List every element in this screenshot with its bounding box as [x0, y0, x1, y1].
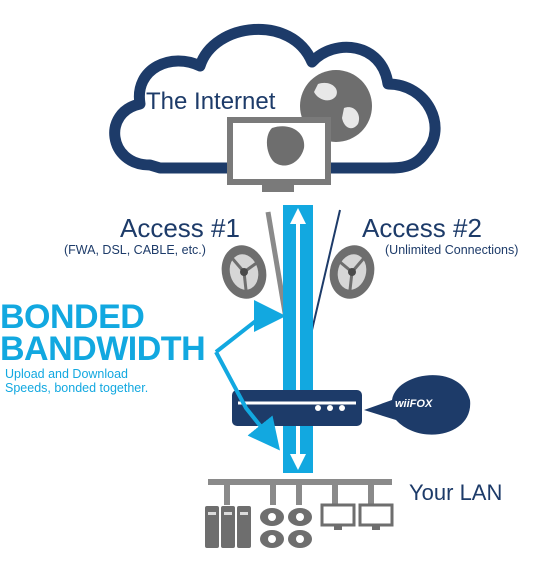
bonded-description-line-2: Speeds, bonded together.: [5, 381, 149, 395]
bonded-arrow-up: [214, 300, 286, 354]
bonded-arrow-down: [214, 351, 280, 451]
access-2-title: Access #2: [362, 213, 482, 243]
lan-bus: [208, 479, 392, 505]
access-2-subtitle: (Unlimited Connections): [385, 243, 519, 257]
access-1-title: Access #1: [120, 213, 240, 243]
satellite-dish-icon: [221, 245, 267, 299]
internet-title: The Internet: [146, 88, 276, 115]
server-icon: [205, 506, 251, 548]
bonded-pipe: [283, 205, 313, 473]
computer-icon: [320, 503, 394, 530]
router-logo: wiiFOX: [395, 398, 433, 410]
lan-title: Your LAN: [409, 480, 503, 505]
phone-icon: [260, 508, 312, 548]
logo-bubble: [364, 375, 471, 435]
monitor-icon: [227, 117, 331, 192]
bonded-title-line-2: BANDWIDTH: [0, 330, 206, 368]
bonded-description-line-1: Upload and Download: [5, 367, 129, 381]
bonded-title-line-1: BONDED: [0, 298, 145, 336]
satellite-dish-icon-2: [329, 245, 375, 299]
access-1-subtitle: (FWA, DSL, CABLE, etc.): [64, 243, 206, 257]
router-icon: [232, 390, 362, 426]
